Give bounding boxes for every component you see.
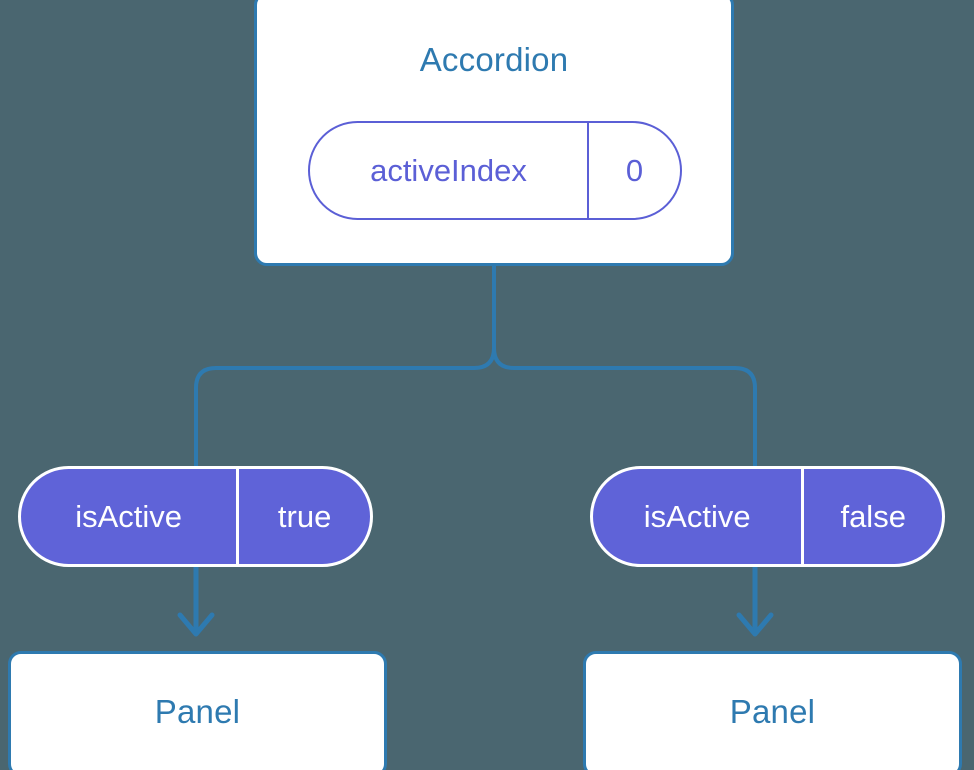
right-arrow-head (736, 612, 774, 637)
prop-key-is-active-left: isActive (75, 499, 183, 534)
prop-value-is-active-right: false (801, 469, 942, 564)
prop-pill-is-active-false[interactable]: isActive false (590, 466, 945, 567)
prop-key-is-active-right: isActive (643, 499, 751, 534)
prop-value-is-active-left: true (236, 469, 370, 564)
tree-branch-right-path (492, 346, 757, 468)
accordion-title: Accordion (419, 41, 569, 78)
panel-title-right: Panel (729, 693, 816, 730)
prop-key-active-index: activeIndex (370, 153, 527, 188)
prop-pill-active-index[interactable]: activeIndex 0 (308, 121, 682, 220)
left-arrow-head (177, 612, 215, 637)
panel-component-card-left[interactable]: Panel (8, 651, 387, 770)
tree-trunk-path (194, 263, 496, 468)
prop-pill-is-active-true[interactable]: isActive true (18, 466, 373, 567)
panel-title-left: Panel (154, 693, 241, 730)
panel-component-card-right[interactable]: Panel (583, 651, 962, 770)
prop-value-active-index: 0 (586, 123, 680, 218)
